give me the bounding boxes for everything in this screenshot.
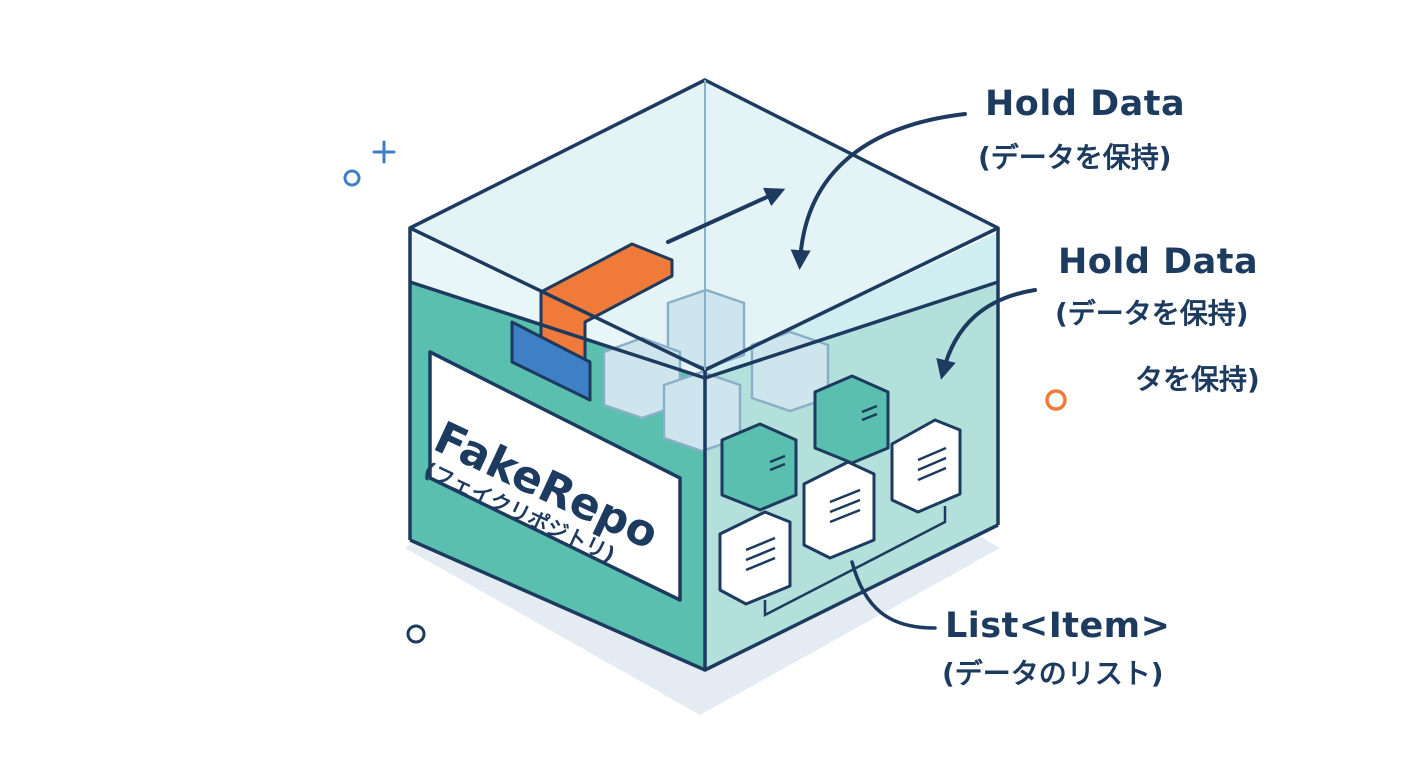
blue-folder-tab: [510, 320, 592, 402]
sparkle-plus-icon: [372, 140, 396, 164]
list-item-connector: [850, 560, 937, 630]
hold-data-title-2: Hold Data: [1058, 242, 1259, 282]
hold-data-subtitle-1: (データを保持): [978, 141, 1172, 174]
repo-label-plate: [428, 350, 682, 602]
sparkle-circle-orange-icon: [1045, 389, 1067, 411]
hold-data-arrow-1: [790, 112, 967, 270]
item-text-lines: [745, 404, 947, 572]
hold-data-fragment: タを保持): [1135, 363, 1260, 396]
list-item-subtitle: (データのリスト): [942, 657, 1164, 690]
insert-arrow: [666, 187, 786, 244]
item-document-group: [718, 374, 962, 606]
list-item-title: List<Item>: [945, 606, 1171, 646]
hold-data-title-1: Hold Data: [985, 84, 1186, 124]
box-outline: [408, 78, 1000, 672]
sparkle-circle-icon: [343, 169, 361, 187]
sparkle-circle-icon: [406, 624, 426, 644]
hold-data-arrow-2: [936, 288, 1037, 380]
hold-data-subtitle-2: (データを保持): [1055, 297, 1249, 330]
